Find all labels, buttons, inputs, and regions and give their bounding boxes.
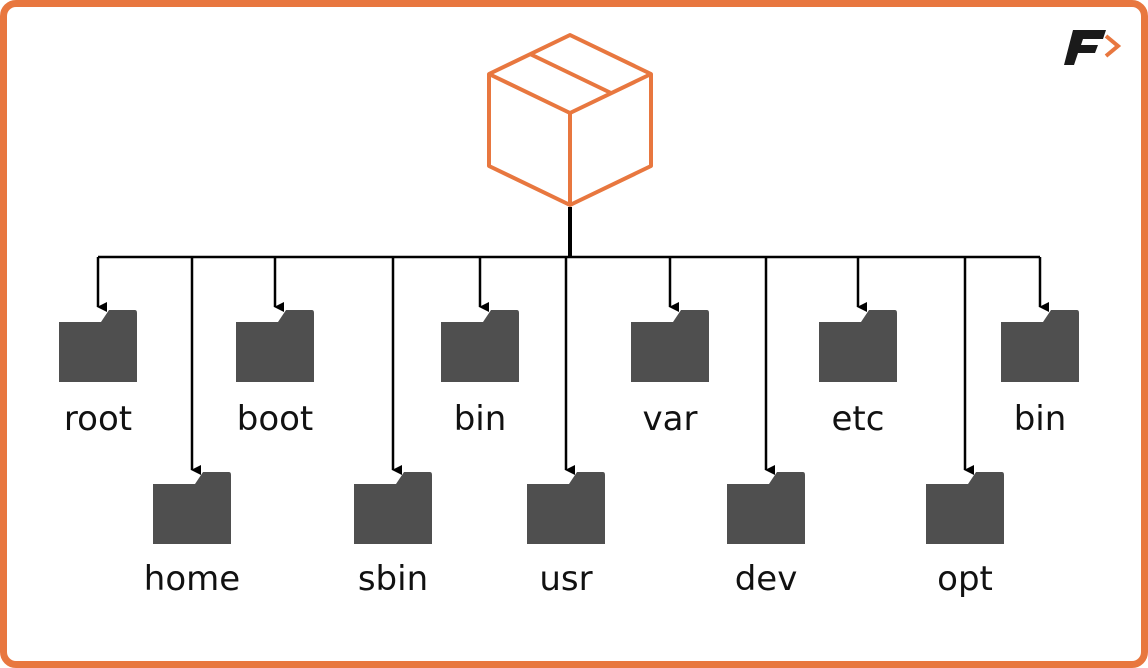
folder-label: dev: [735, 559, 798, 599]
folder-node-bin: bin: [1001, 310, 1079, 439]
folder-node-boot: boot: [236, 310, 314, 439]
folder-node-var: var: [631, 310, 709, 439]
folder-node-bin: bin: [441, 310, 519, 439]
folder-icon: [153, 472, 231, 544]
package-box-icon: [487, 33, 653, 207]
folder-node-sbin: sbin: [354, 472, 432, 599]
folder-label: home: [144, 559, 240, 599]
folder-label: usr: [539, 559, 592, 599]
folder-node-root: root: [59, 310, 137, 439]
folder-node-home: home: [144, 472, 240, 599]
folder-label: root: [64, 399, 132, 439]
folder-label: bin: [1014, 399, 1067, 439]
folder-icon: [1001, 310, 1079, 382]
folder-label: bin: [454, 399, 507, 439]
folder-label: boot: [237, 399, 314, 439]
folder-icon: [59, 310, 137, 382]
brand-logo-icon: [1064, 30, 1122, 65]
tree-connectors: [96, 207, 1049, 475]
folder-icon: [354, 472, 432, 544]
folder-label: var: [643, 399, 698, 439]
folder-icon: [926, 472, 1004, 544]
folder-node-dev: dev: [727, 472, 805, 599]
folder-label: opt: [937, 559, 993, 599]
folder-label: sbin: [358, 559, 428, 599]
folder-icon: [441, 310, 519, 382]
folder-icon: [236, 310, 314, 382]
folder-icon: [631, 310, 709, 382]
folder-label: etc: [832, 399, 885, 439]
folder-icon: [527, 472, 605, 544]
folder-icon: [819, 310, 897, 382]
folder-node-etc: etc: [819, 310, 897, 439]
folder-node-opt: opt: [926, 472, 1004, 599]
folder-icon: [727, 472, 805, 544]
folder-node-usr: usr: [527, 472, 605, 599]
